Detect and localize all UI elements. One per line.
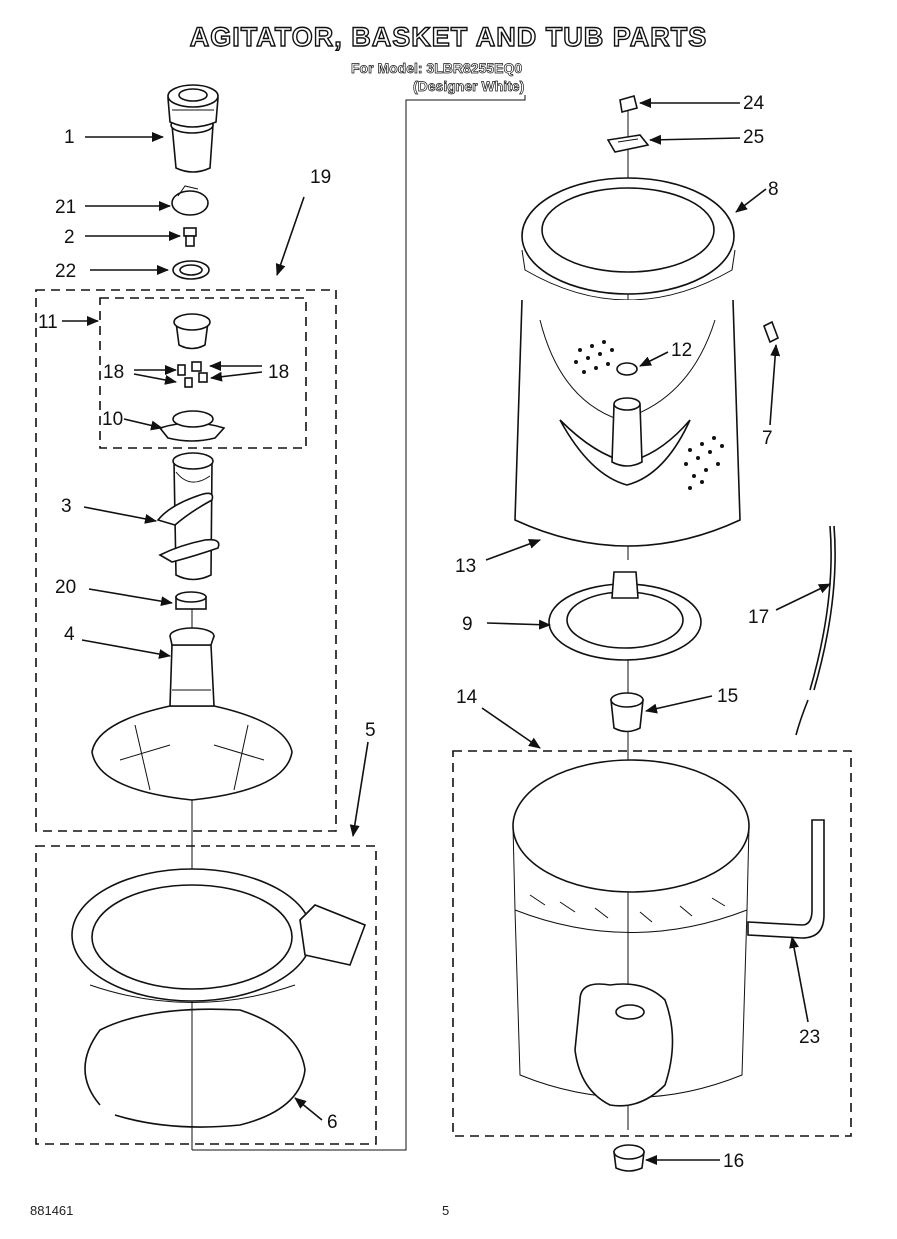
callout-15: 15: [717, 686, 738, 707]
tub-clip-part: [606, 134, 650, 153]
auger-part: [156, 452, 220, 581]
retaining-ring-part: [84, 1008, 306, 1128]
agitator-cap-part: [167, 84, 219, 173]
leader-arrows: [62, 98, 831, 1165]
callout-17: 17: [748, 607, 769, 628]
callout-8: 8: [768, 179, 779, 200]
model-line: For Model: 3LBR8255EQ0: [351, 60, 523, 77]
callout-5: 5: [365, 720, 376, 741]
callout-25: 25: [743, 127, 764, 148]
footer-code: 881461: [30, 1203, 74, 1218]
spin-seal-part: [610, 692, 644, 733]
callout-14: 14: [456, 687, 478, 708]
callout-3: 3: [61, 496, 72, 517]
tub-ring-group-box: [35, 845, 377, 1145]
callout-23: 23: [799, 1027, 820, 1048]
basket-hub-nut-part: [616, 362, 638, 376]
tub-ring-part: [71, 868, 367, 1003]
callout-11: 11: [38, 312, 58, 333]
balance-ring-part: [521, 177, 736, 301]
clip-part: [762, 320, 780, 344]
tub-plug-part: [613, 1144, 645, 1172]
callout-13: 13: [455, 556, 476, 577]
callout-18-left: 18: [103, 362, 124, 383]
agitator-assembly-group-box: [35, 289, 337, 832]
agitator-base-part: [91, 627, 293, 801]
callout-16: 16: [723, 1151, 744, 1172]
dogs-part: [177, 361, 208, 388]
cam-part: [173, 313, 211, 350]
callout-24: 24: [743, 93, 765, 114]
agitator-bearing-part: [175, 591, 207, 610]
page-number: 5: [442, 1203, 450, 1218]
callout-9: 9: [462, 614, 473, 635]
callout-20: 20: [55, 577, 76, 598]
page-title: AGITATOR, BASKET AND TUB PARTS: [189, 21, 708, 52]
callout-22: 22: [55, 261, 76, 282]
callout-18-right: 18: [268, 362, 289, 383]
callout-6: 6: [327, 1112, 338, 1133]
callout-numbers: 1 21 2 22 19 11 18 18 10 3 20 4 5 6 24 2…: [38, 93, 820, 1172]
basket-part: [514, 299, 741, 547]
callout-12: 12: [671, 340, 692, 361]
color-line: (Designer White): [413, 78, 525, 95]
o-ring-part: [172, 260, 210, 280]
fastener-part: [619, 95, 638, 113]
callout-1: 1: [64, 127, 75, 148]
callout-21: 21: [55, 197, 76, 218]
tub-group-box: [452, 750, 852, 1137]
agitator-cap-group-box: [99, 297, 307, 449]
drain-hose-part: [795, 525, 836, 736]
callout-2: 2: [64, 227, 75, 248]
basket-holes-right: [684, 436, 724, 490]
callout-7: 7: [762, 428, 773, 449]
basket-holes-left: [574, 340, 614, 374]
outer-tub-part: [512, 759, 825, 1107]
screw-part: [183, 227, 197, 247]
callout-10: 10: [102, 409, 123, 430]
cam-retainer-part: [158, 410, 226, 442]
cap-seal-part: [171, 185, 209, 216]
callout-4: 4: [64, 624, 75, 645]
callout-19: 19: [310, 167, 331, 188]
drive-hub-part: [548, 571, 702, 661]
